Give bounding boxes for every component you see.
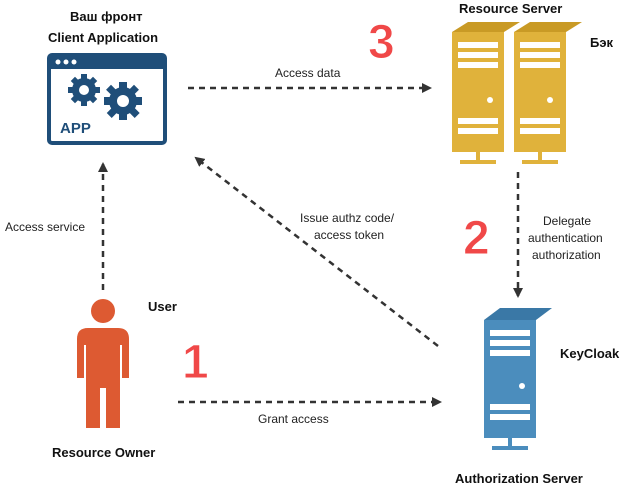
server-icon — [452, 22, 582, 164]
label-delegate-line3: authorization — [532, 248, 601, 262]
label-delegate-line1: Delegate — [543, 214, 591, 228]
resource-server-title: Resource Server — [459, 1, 562, 16]
owner-title: Resource Owner — [52, 445, 155, 460]
owner-side-label: User — [148, 299, 177, 314]
client-title: Client Application — [48, 30, 158, 45]
app-text: APP — [60, 120, 91, 137]
server-icon — [484, 308, 552, 450]
app-window-icon: APP — [47, 53, 167, 145]
person-icon — [77, 299, 129, 428]
label-access-service: Access service — [5, 220, 85, 234]
gear-icon — [104, 82, 142, 120]
gear-icon — [68, 74, 100, 106]
label-delegate-line2: authentication — [528, 231, 603, 245]
step-number-1: 1 — [182, 336, 209, 389]
auth-server-title: Authorization Server — [455, 471, 583, 486]
label-grant-access: Grant access — [258, 412, 329, 426]
step-number-2: 2 — [463, 212, 490, 265]
resource-server-side-label: Бэк — [590, 35, 614, 50]
label-issue-line1: Issue authz code/ — [300, 211, 395, 225]
client-caption-top: Ваш фронт — [70, 9, 143, 24]
arrow-issue-token — [194, 156, 439, 347]
auth-server-side-label: KeyCloak — [560, 346, 620, 361]
step-number-3: 3 — [368, 16, 395, 69]
label-issue-line2: access token — [314, 228, 384, 242]
label-access-data: Access data — [275, 66, 341, 80]
